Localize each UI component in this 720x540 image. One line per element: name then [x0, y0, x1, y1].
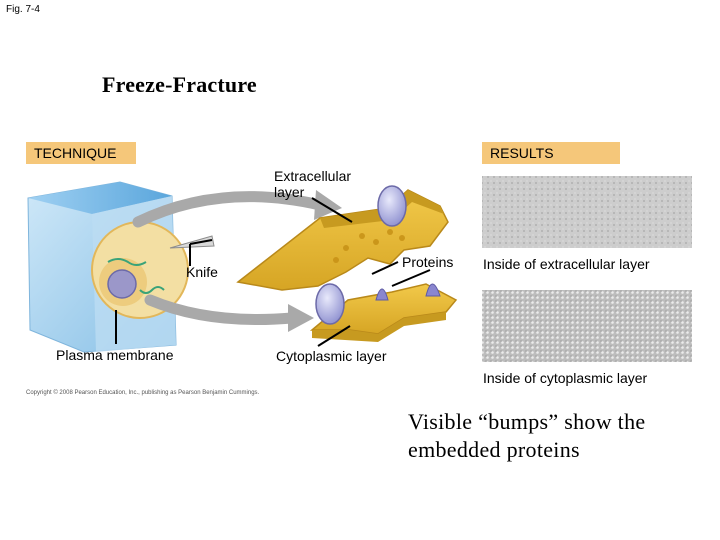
caption: Visible “bumps” show the embedded protei… [408, 408, 708, 464]
label-extracellular-line1: Extracellular [274, 168, 352, 184]
cytoplasmic-fracture-face [309, 283, 458, 342]
label-cytoplasmic-layer: Cytoplasmic layer [276, 348, 387, 364]
leader-extracellular [311, 197, 353, 223]
leader-proteins-lower [391, 269, 431, 287]
label-plasma-membrane: Plasma membrane [56, 347, 174, 363]
leader-knife-tip [189, 239, 213, 245]
label-extracellular-line2: layer [274, 184, 305, 200]
label-inside-extracellular: Inside of extracellular layer [483, 256, 650, 272]
knife-icon [169, 235, 215, 249]
leader-cytoplasmic [317, 325, 351, 347]
micrograph-cytoplasmic [482, 290, 692, 362]
label-inside-cytoplasmic: Inside of cytoplasmic layer [483, 370, 648, 386]
caption-line-1: Visible “bumps” show the [408, 409, 646, 434]
figure-label: Fig. 7-4 [6, 4, 40, 15]
extracellular-fracture-face [236, 185, 449, 291]
caption-line-2: embedded proteins [408, 437, 580, 462]
leader-proteins-upper [371, 261, 399, 275]
label-proteins: Proteins [402, 254, 454, 270]
results-banner: RESULTS [482, 142, 620, 164]
arrow-to-extracellular [132, 190, 342, 228]
frozen-cell-block [27, 181, 189, 353]
micrograph-extracellular [482, 176, 692, 248]
copyright-notice: Copyright © 2008 Pearson Education, Inc.… [26, 390, 260, 396]
arrow-to-cytoplasmic [144, 294, 314, 332]
figure-title: Freeze-Fracture [102, 72, 257, 97]
label-knife: Knife [186, 264, 218, 280]
technique-banner: TECHNIQUE [26, 142, 136, 164]
